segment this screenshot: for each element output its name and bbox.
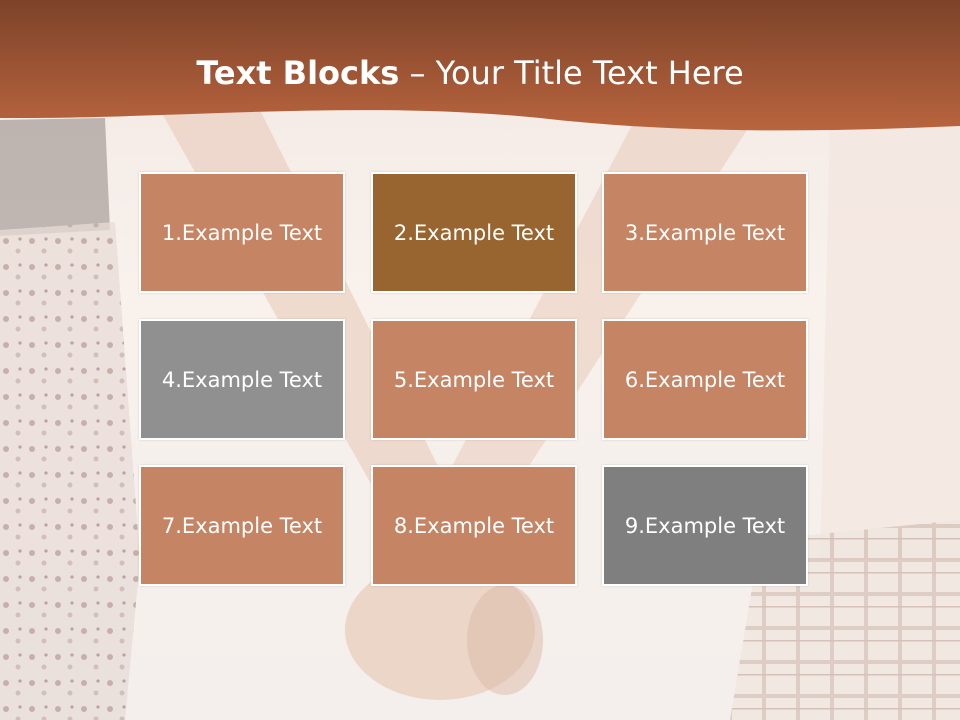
text-block-7[interactable]: 7.Example Text: [139, 465, 345, 586]
header-banner: [0, 0, 960, 131]
text-block-9[interactable]: 9.Example Text: [602, 465, 808, 586]
text-block-8[interactable]: 8.Example Text: [371, 465, 577, 586]
text-block-label: 5.Example Text: [393, 367, 555, 392]
text-block-5[interactable]: 5.Example Text: [371, 319, 577, 440]
text-block-label: 6.Example Text: [624, 367, 786, 392]
text-block-label: 1.Example Text: [161, 220, 323, 245]
text-block-4[interactable]: 4.Example Text: [139, 319, 345, 440]
text-block-3[interactable]: 3.Example Text: [602, 172, 808, 293]
text-block-label: 3.Example Text: [624, 220, 786, 245]
text-block-label: 4.Example Text: [161, 367, 323, 392]
title-bold-text: Text Blocks: [196, 54, 400, 92]
title-rest-text: – Your Title Text Here: [399, 54, 744, 92]
text-block-label: 9.Example Text: [624, 513, 786, 538]
text-block-label: 8.Example Text: [393, 513, 555, 538]
page-title: Text Blocks – Your Title Text Here: [0, 54, 940, 92]
text-block-1[interactable]: 1.Example Text: [139, 172, 345, 293]
text-block-label: 2.Example Text: [393, 220, 555, 245]
text-block-6[interactable]: 6.Example Text: [602, 319, 808, 440]
text-block-label: 7.Example Text: [161, 513, 323, 538]
text-block-2[interactable]: 2.Example Text: [371, 172, 577, 293]
